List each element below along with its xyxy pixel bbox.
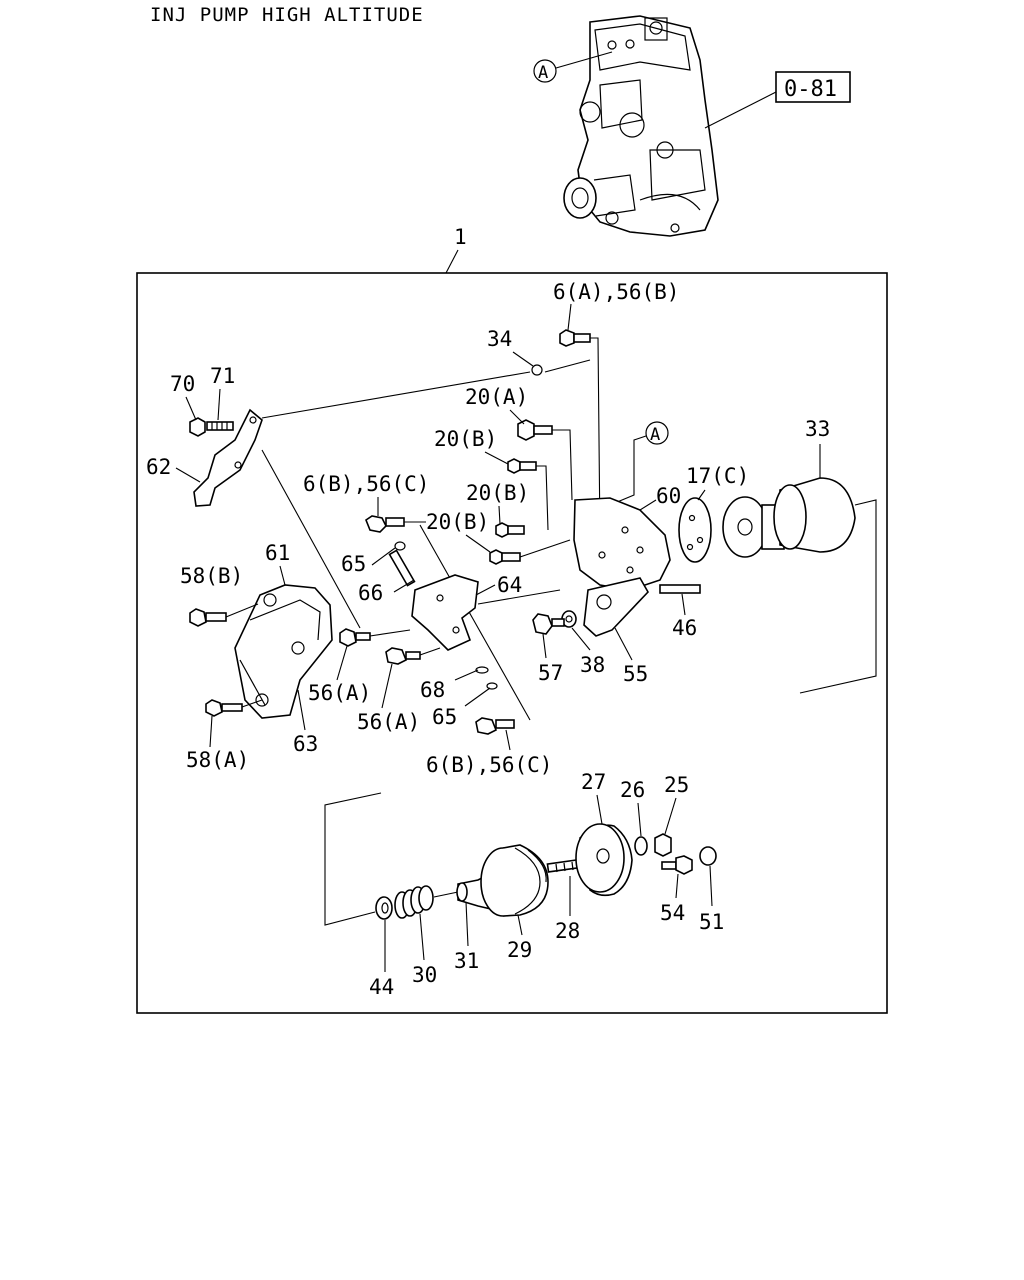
pump-housing — [563, 15, 719, 237]
callout-31: 31 — [454, 949, 479, 973]
pulley-27 — [575, 823, 633, 897]
callout-34: 34 — [487, 327, 512, 351]
view-marker-a-housing: A — [533, 51, 613, 83]
bolt-20b-2 — [495, 522, 525, 538]
callout-66: 66 — [358, 581, 383, 605]
pin-46 — [659, 584, 701, 594]
svg-text:A: A — [650, 425, 660, 445]
bolt-20b-3 — [489, 549, 521, 565]
pulley-29 — [480, 844, 549, 917]
ring-65-top — [394, 541, 406, 551]
callout-28: 28 — [555, 919, 580, 943]
callout-70: 70 — [170, 372, 195, 396]
assembly-callout: 1 — [454, 225, 467, 249]
callout-64: 64 — [497, 573, 522, 597]
circlip-34 — [531, 364, 543, 376]
bolt-58a — [205, 699, 243, 717]
callout-20a: 20(A) — [465, 385, 528, 409]
callout-20b-1: 20(B) — [434, 427, 497, 451]
callout-61: 61 — [265, 541, 290, 565]
bolt-6b-56c-top — [365, 515, 405, 533]
callout-51: 51 — [699, 910, 724, 934]
callout-58b: 58(B) — [180, 564, 243, 588]
bolt-20b-1 — [507, 458, 537, 474]
bracket-64 — [411, 574, 479, 651]
svg-text:0-81: 0-81 — [784, 77, 837, 102]
washer-26 — [634, 836, 648, 856]
callout-68: 68 — [420, 678, 445, 702]
nut-70 — [189, 417, 206, 437]
flange-33 — [722, 477, 856, 558]
cap-51 — [699, 846, 717, 866]
callout-33: 33 — [805, 417, 830, 441]
callout-55: 55 — [623, 662, 648, 686]
callout-65-top: 65 — [341, 552, 366, 576]
bolt-71 — [206, 421, 234, 431]
cover-61 — [234, 584, 333, 719]
bolt-20a — [517, 419, 553, 441]
callout-65-bot: 65 — [432, 705, 457, 729]
nut-25 — [654, 833, 672, 857]
screw-54 — [661, 855, 693, 875]
callout-6b-56c-top: 6(B),56(C) — [303, 472, 429, 496]
callout-labels: 6(A),56(B) 34 70 71 20(A) 20(B) 20(B) 20… — [146, 280, 830, 999]
view-marker-a-bracket: A — [609, 421, 669, 506]
callout-6a-56b: 6(A),56(B) — [553, 280, 679, 304]
callout-6b-56c-bot: 6(B),56(C) — [426, 753, 552, 777]
spring-30 — [394, 885, 434, 919]
callout-17c: 17(C) — [686, 464, 749, 488]
callout-71: 71 — [210, 364, 235, 388]
bolt-58b — [189, 608, 227, 627]
callout-46: 46 — [672, 616, 697, 640]
callout-56a-2: 56(A) — [357, 710, 420, 734]
lever-55 — [583, 577, 649, 637]
callout-26: 26 — [620, 778, 645, 802]
assembly-frame — [136, 272, 888, 1014]
callout-60: 60 — [656, 484, 681, 508]
callout-20b-3: 20(B) — [426, 510, 489, 534]
bolt-57 — [532, 613, 565, 635]
callout-54: 54 — [660, 901, 685, 925]
ring-65-bot — [486, 682, 498, 690]
callout-20b-2: 20(B) — [466, 481, 529, 505]
bolt-6a-56b — [559, 329, 591, 347]
bolt-56a-1 — [339, 628, 371, 647]
leader-lines — [175, 303, 821, 972]
callout-38: 38 — [580, 653, 605, 677]
rod-66 — [388, 549, 416, 587]
bracket-62 — [193, 408, 263, 507]
screw-68 — [475, 666, 489, 674]
plate-60 — [573, 497, 671, 591]
callout-44: 44 — [369, 975, 394, 999]
callout-25: 25 — [664, 773, 689, 797]
bolt-6b-56c-bot — [475, 717, 515, 735]
washer-44 — [375, 896, 393, 920]
callout-27: 27 — [581, 770, 606, 794]
callout-62: 62 — [146, 455, 171, 479]
diagram-title: INJ PUMP HIGH ALTITUDE — [150, 4, 424, 26]
callout-56a-1: 56(A) — [308, 681, 371, 705]
disc-17c — [678, 497, 712, 563]
reference-box[interactable]: 0-81 — [704, 71, 851, 129]
callout-57: 57 — [538, 661, 563, 685]
callout-63: 63 — [293, 732, 318, 756]
svg-text:A: A — [538, 63, 548, 83]
callout-58a: 58(A) — [186, 748, 249, 772]
callout-29: 29 — [507, 938, 532, 962]
callout-30: 30 — [412, 963, 437, 987]
bolt-56a-2 — [385, 647, 421, 665]
